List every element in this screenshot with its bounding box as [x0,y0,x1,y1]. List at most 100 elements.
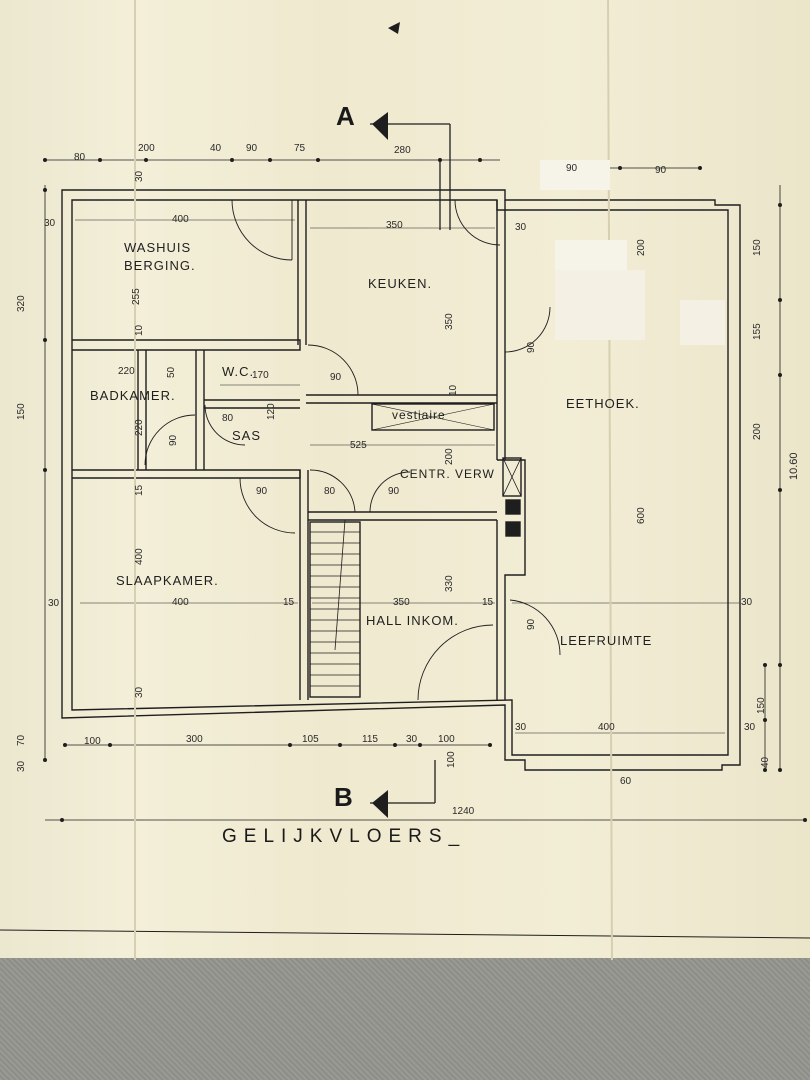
door-slaapkamer [239,477,296,534]
dimension-tick [763,663,767,667]
door-keuken [454,199,501,246]
door-keuken-hall [307,344,359,396]
dim-bad-220v: 220 [134,419,145,436]
room-leefruimte: LEEFRUIMTE [560,633,653,648]
door-hall-2 [369,471,411,513]
dim-right-1060: 10.60 [788,452,800,480]
dimension-tick [778,203,782,207]
door-washuis [231,199,293,261]
dimension-tick [393,743,397,747]
dim-left-320: 320 [16,295,27,312]
dim-wall-15: 15 [283,597,295,608]
dimension-tick [778,663,782,667]
dim-bot-105: 105 [302,734,319,745]
dim-door-90e: 90 [526,618,537,630]
dim-bot-100b: 100 [438,734,455,745]
dimension-tick [438,158,442,162]
dim-wall-120: 120 [266,403,277,420]
dimension-tick [478,158,482,162]
dimension-tick [268,158,272,162]
dim-top-75: 75 [294,143,306,154]
dim-wall-30b: 30 [48,598,60,609]
staircase [309,521,361,698]
dim-bot-300: 300 [186,734,203,745]
redacted-patch-3 [555,270,645,340]
door-eethoek [504,306,551,353]
dim-door-90b: 90 [256,486,268,497]
dim-wall-200: 200 [444,448,455,465]
dimension-tick [63,743,67,747]
dim-wall-30e: 30 [744,722,756,733]
dim-left-30: 30 [16,760,27,772]
north-mark [388,22,400,34]
dim-door-90c: 90 [388,486,400,497]
dim-wall-15b: 15 [482,597,494,608]
wall-wc-left [195,350,205,470]
room-sas: SAS [232,428,262,443]
dimension-tick [288,743,292,747]
dim-top-90: 90 [246,143,258,154]
dim-wall-10v: 10 [134,324,145,336]
dim-top-90c: 90 [655,165,667,176]
wall-washuis-keuken [297,200,307,345]
dim-v-255: 255 [131,288,142,305]
wall-washuis-bottom [72,339,301,351]
dim-right-40: 40 [760,756,771,768]
dim-v-350: 350 [444,313,455,330]
vestiaire-box [371,403,495,431]
room-slaapkamer: SLAAPKAMER. [116,573,219,588]
dimension-tick [144,158,148,162]
door-badkamer [144,414,196,466]
tile-floor-background [0,958,810,1080]
dim-eet-200: 200 [636,239,647,256]
dimension-lines [44,159,805,821]
section-label-b: B [334,782,353,812]
section-label-a: A [336,101,355,131]
dim-wall-30d: 30 [515,722,527,733]
wall-slaapkamer-top [72,469,301,479]
dim-door-80b: 80 [324,486,336,497]
dim-bot-100a: 100 [84,736,101,747]
dim-door-90f: 90 [526,341,537,353]
wall-badkamer-right [137,350,147,470]
sheet-border [0,929,810,939]
dimension-tick [43,758,47,762]
dimension-tick [763,768,767,772]
dimension-tick [698,166,702,170]
dim-hall-525: 525 [350,440,367,451]
room-badkamer: BADKAMER. [90,388,176,403]
dim-hall-350: 350 [393,597,410,608]
dim-door-90d: 90 [168,434,179,446]
dim-wall-30h: 30 [134,686,145,698]
dim-wall-10w: 10 [448,384,459,396]
room-eethoek: EETHOEK. [566,396,640,411]
duct-1 [505,499,521,515]
dimension-tick [43,188,47,192]
dim-wall-30c: 30 [741,597,753,608]
dimension-tick [778,488,782,492]
room-berging: BERGING. [124,258,196,273]
dimension-tick [98,158,102,162]
dimension-tick [778,298,782,302]
duct-2 [505,521,521,537]
room-washuis: WASHUIS [124,240,192,255]
redacted-patch-1 [540,160,610,190]
dim-total-1240: 1240 [452,806,475,817]
drawing-title: GELIJKVLOERS_ [222,826,467,847]
dim-wall-30f: 30 [515,222,527,233]
wall-slaapkamer-right [299,470,309,700]
chimney-box [502,457,522,497]
wall-hall-right [497,459,526,700]
dimension-tick [803,818,807,822]
paper-fold [134,0,613,961]
wall-wc-bottom [204,399,300,409]
dimension-tick [60,818,64,822]
room-centr-verw: CENTR. VERW [400,467,495,481]
dim-bot-100c: 100 [446,751,457,768]
door-sas [204,404,246,446]
wall-hall-top [308,511,497,521]
dimension-tick [778,768,782,772]
floor-plan-drawing [0,0,810,961]
dim-door-80a: 80 [222,413,234,424]
